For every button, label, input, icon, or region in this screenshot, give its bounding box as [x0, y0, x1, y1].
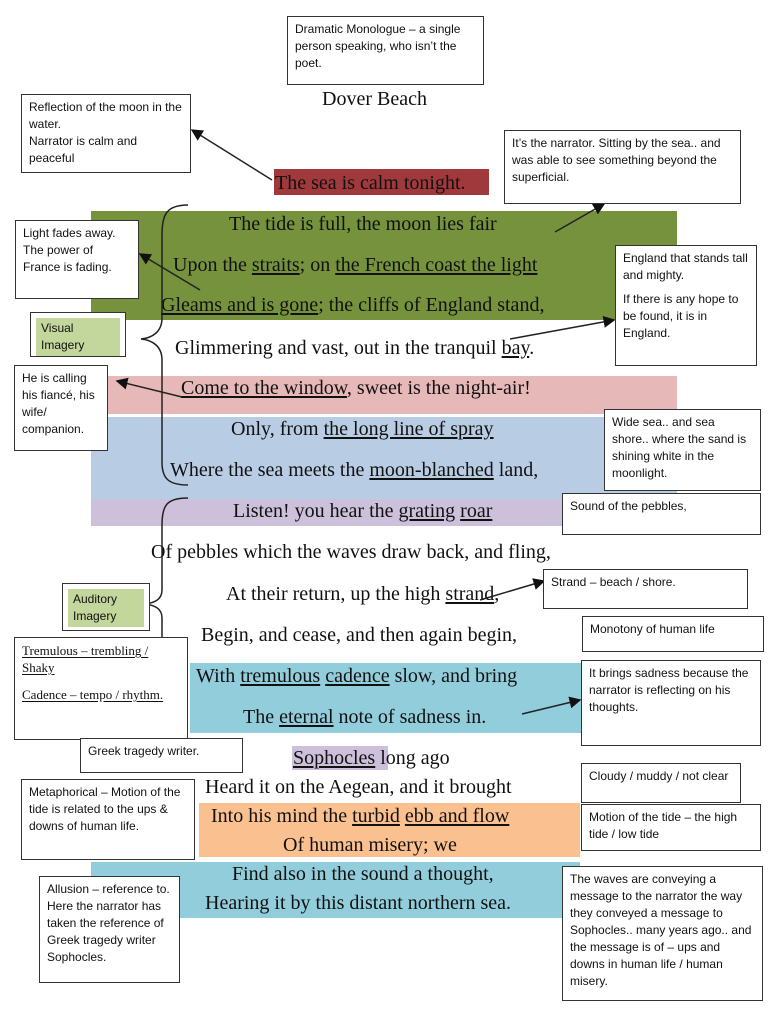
poem-line-14: The eternal note of sadness in. [243, 706, 487, 728]
poem-line-3: Upon the straits; on the French coast th… [173, 254, 538, 276]
poem-line-10: Of pebbles which the waves draw back, an… [151, 541, 551, 563]
poem-line-2: The tide is full, the moon lies fair [229, 213, 497, 235]
note-england: England that stands tall and mighty. If … [615, 245, 757, 366]
arrow-sadness [521, 696, 582, 715]
arrow-england [509, 315, 616, 340]
arrow-narrator [554, 203, 606, 233]
note-wide-sea: Wide sea.. and sea shore.. where the san… [604, 409, 761, 491]
note-strand: Strand – beach / shore. [543, 569, 748, 609]
note-monotony: Monotony of human life [582, 616, 764, 652]
poem-line-12: Begin, and cease, and then again begin, [201, 624, 517, 646]
note-definitions: Tremulous – trembling / Shaky Cadence – … [14, 637, 188, 740]
poem-line-11: At their return, up the high strand, [226, 583, 500, 605]
poem-line-20: Hearing it by this distant northern sea. [205, 892, 512, 914]
poem-title: Dover Beach [322, 88, 427, 110]
note-pebbles: Sound of the pebbles, [562, 493, 761, 535]
note-greek-writer: Greek tragedy writer. [80, 738, 243, 773]
note-calling: He is calling his fiancé, his wife/ comp… [14, 365, 108, 451]
tag-auditory-imagery: Auditory Imagery [62, 583, 150, 631]
poem-line-13: With tremulous cadence slow, and bring [196, 665, 518, 687]
poem-line-1: The sea is calm tonight. [275, 172, 466, 194]
arrow-light [138, 253, 201, 291]
poem-line-8: Where the sea meets the moon-blanched la… [170, 459, 539, 481]
poem-line-6: Come to the window, sweet is the night-a… [181, 377, 531, 399]
note-light-fades: Light fades away. The power of France is… [15, 220, 139, 299]
highlight-visual-block [91, 211, 677, 320]
highlight-line-1 [274, 169, 489, 195]
poem-line-4: Gleams and is gone; the cliffs of Englan… [161, 294, 545, 316]
note-sadness: It brings sadness because the narrator i… [581, 660, 761, 746]
highlight-window-line [91, 376, 677, 414]
highlight-sophocles [292, 746, 388, 770]
arrow-strand [479, 578, 546, 601]
note-metaphorical: Metaphorical – Motion of the tide is rel… [21, 779, 195, 860]
note-motion: Motion of the tide – the high tide / low… [581, 804, 761, 851]
poem-line-15: Sophocles long ago [293, 747, 450, 769]
poem-line-9: Listen! you hear the grating roar [233, 500, 493, 522]
highlight-turbid-block [199, 803, 580, 857]
tag-visual-imagery: Visual Imagery [30, 312, 126, 357]
poem-line-7: Only, from the long line of spray [231, 418, 494, 440]
poem-line-17: Into his mind the turbid ebb and flow [211, 805, 510, 827]
poem-line-18: Of human misery; we [283, 834, 457, 856]
highlight-listen-line [91, 499, 563, 526]
poem-line-19: Find also in the sound a thought, [232, 863, 494, 885]
poem-line-16: Heard it on the Aegean, and it brought [205, 776, 512, 798]
poem-line-5: Glimmering and vast, out in the tranquil… [175, 337, 535, 359]
note-dramatic-monologue: Dramatic Monologue – a single person spe… [287, 16, 484, 85]
note-narrator: It’s the narrator. Sitting by the sea.. … [504, 130, 741, 204]
note-cloudy: Cloudy / muddy / not clear [581, 763, 741, 803]
arrow-calling [115, 377, 183, 398]
visual-bracket [140, 204, 189, 486]
note-allusion: Allusion – reference to. Here the narrat… [39, 876, 180, 983]
arrow-reflection [190, 129, 273, 181]
highlight-spray-block [91, 417, 677, 499]
highlight-tremulous-block [190, 663, 581, 733]
note-waves: The waves are conveying a message to the… [562, 866, 763, 1001]
note-reflection: Reflection of the moon in the water. Nar… [21, 94, 191, 173]
